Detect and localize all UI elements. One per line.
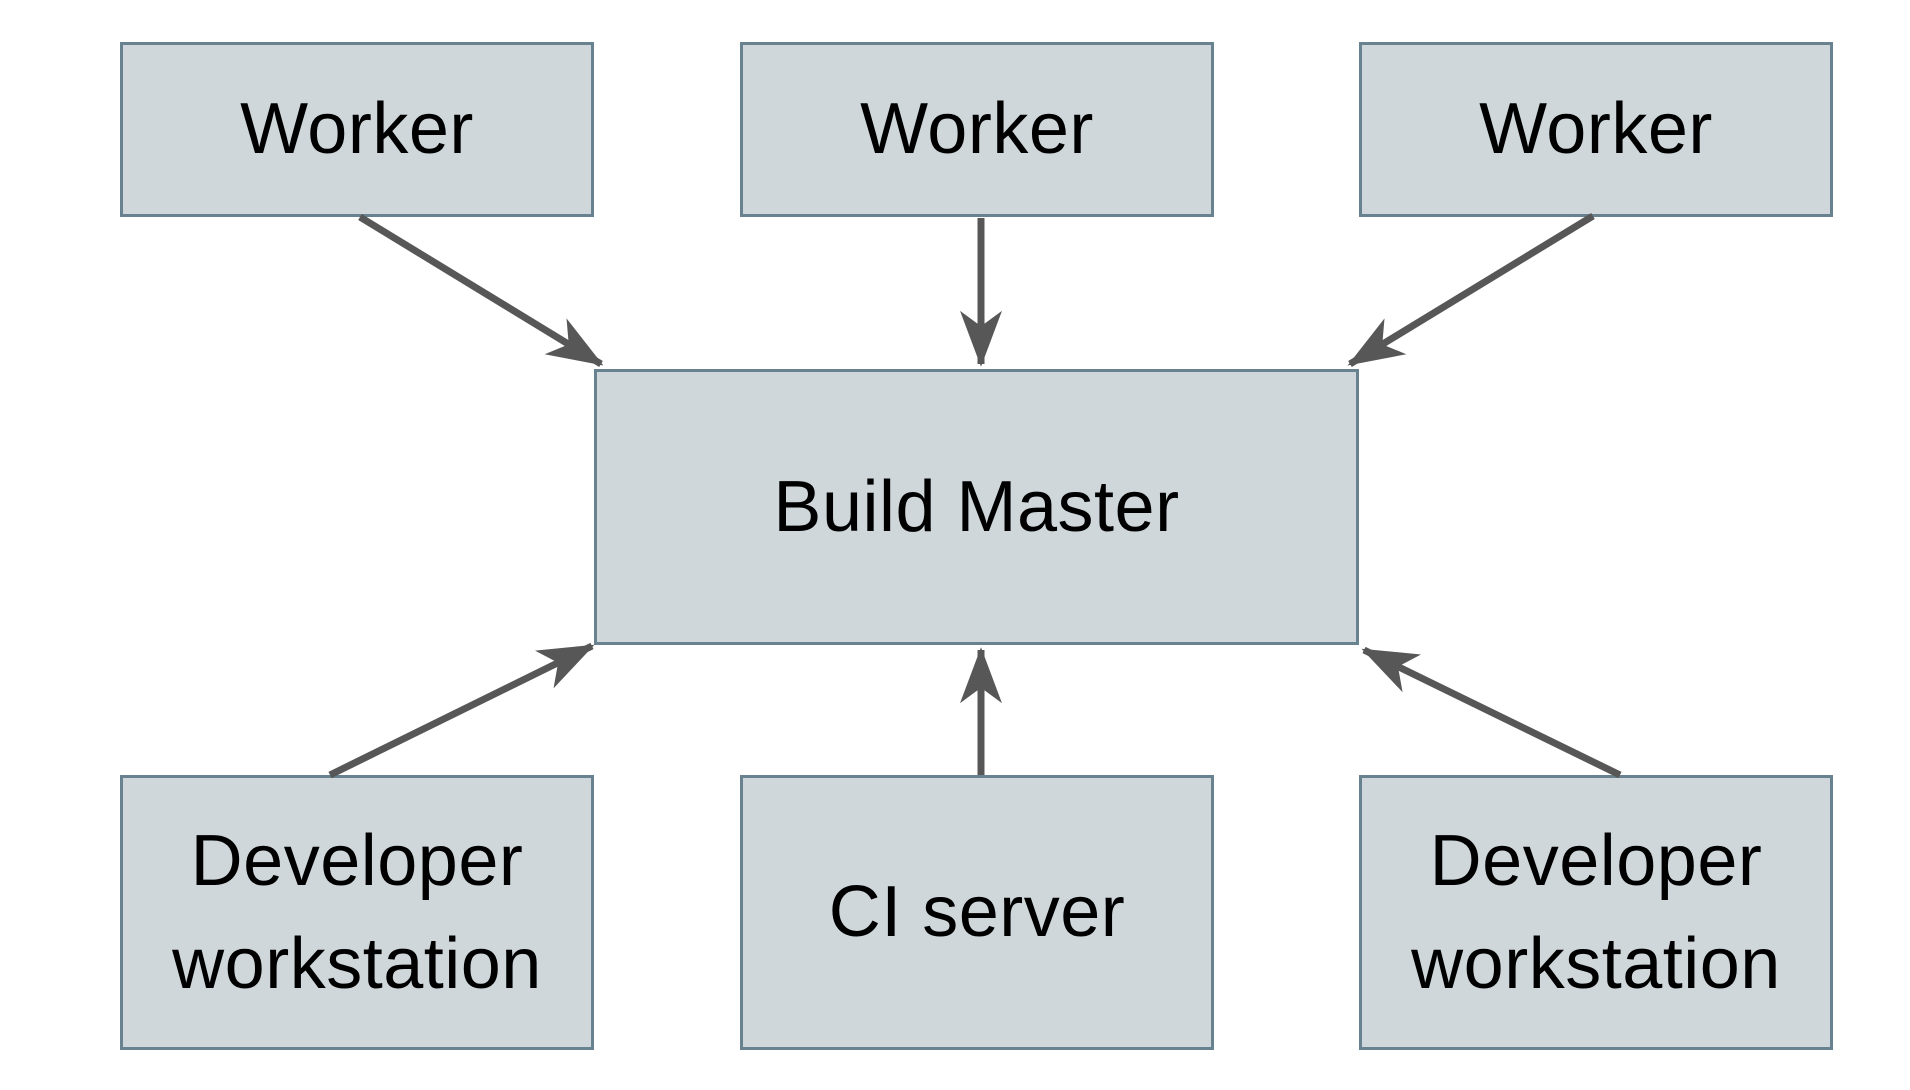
- arrow-worker-3-to-build-master: [1347, 213, 1595, 367]
- node-ci-server: CI server: [740, 775, 1214, 1050]
- arrow-dev-workstation-left-to-build-master: [328, 642, 595, 779]
- node-dev-workstation-left-label: Developer workstation: [172, 821, 542, 1004]
- node-dev-workstation-left: Developer workstation: [120, 775, 594, 1050]
- node-worker-2: Worker: [740, 42, 1214, 217]
- node-build-master-label: Build Master: [773, 466, 1180, 547]
- node-worker-1-label: Worker: [240, 89, 474, 170]
- node-worker-3: Worker: [1359, 42, 1833, 217]
- node-dev-workstation-right: Developer workstation: [1359, 775, 1833, 1050]
- arrow-dev-workstation-right-to-build-master: [1361, 646, 1622, 779]
- node-worker-2-label: Worker: [860, 89, 1094, 170]
- node-worker-1: Worker: [120, 42, 594, 217]
- node-build-master: Build Master: [594, 369, 1359, 645]
- arrow-worker-1-to-build-master: [358, 214, 604, 367]
- node-dev-workstation-right-label: Developer workstation: [1411, 821, 1781, 1004]
- node-ci-server-label: CI server: [828, 872, 1126, 953]
- node-worker-3-label: Worker: [1479, 89, 1713, 170]
